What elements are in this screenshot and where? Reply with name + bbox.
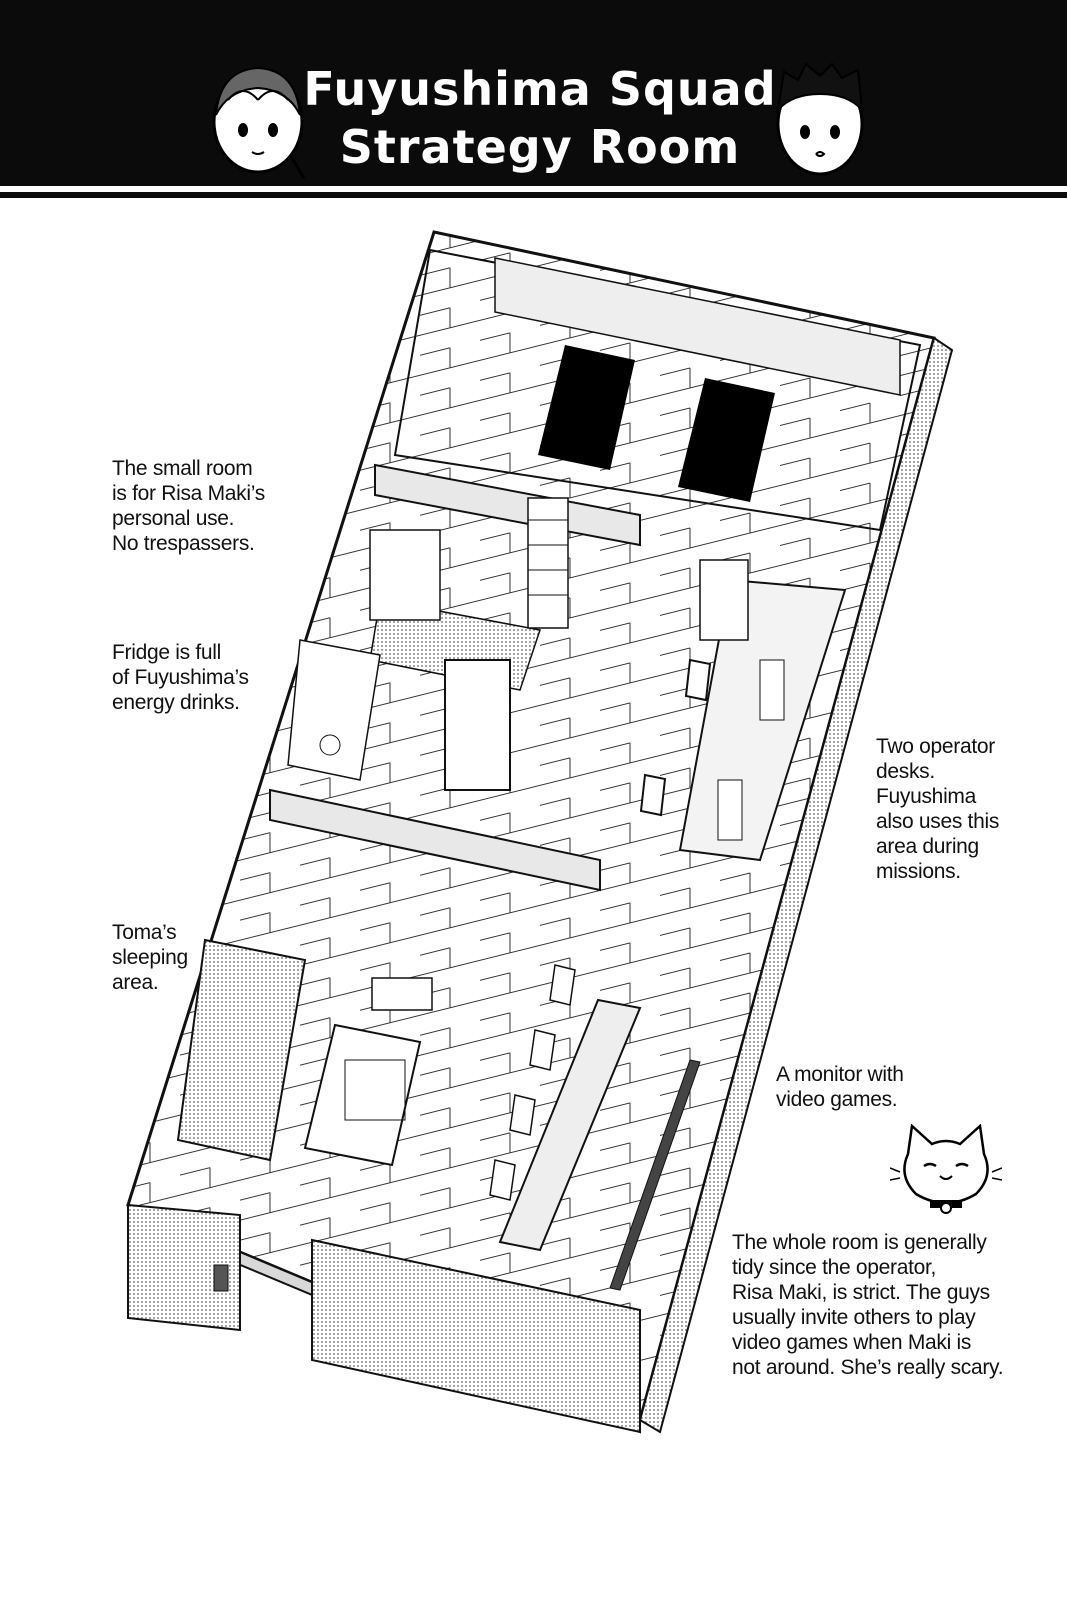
note-fridge: Fridge is full of Fuyushima’s energy dri…: [112, 641, 249, 714]
header-divider: [0, 186, 1067, 192]
title-line-1: Fuyushima Squad: [303, 62, 777, 116]
sofa: [176, 938, 307, 1162]
gaming-chair-3: [509, 1094, 536, 1136]
ottoman: [371, 977, 433, 1011]
note-risa-room: The small room is for Risa Maki’s person…: [112, 457, 265, 555]
cabinet: [699, 559, 749, 641]
console-black-2: [678, 378, 775, 502]
fridge: [444, 659, 511, 791]
partition-wall-mid: [269, 788, 601, 892]
page-title: Fuyushima Squad Strategy Room: [300, 60, 780, 176]
gaming-chair-2: [529, 1029, 556, 1071]
front-wall-block-left: [127, 1203, 241, 1332]
console-black-1: [538, 345, 635, 470]
office-chair-2: [639, 773, 667, 817]
gaming-chair-4: [489, 1159, 516, 1201]
door-panel: [213, 1264, 229, 1292]
back-wall-panels: [494, 257, 901, 396]
header-divider: [0, 192, 1067, 198]
title-line-2: Strategy Room: [339, 120, 741, 174]
bookshelf: [527, 497, 569, 629]
header-banner: [0, 0, 1067, 186]
cat-mascot-icon: [890, 1124, 1002, 1214]
front-wall-block-right: [311, 1238, 641, 1434]
gaming-bench: [498, 998, 642, 1252]
character-face-icon: [212, 66, 306, 179]
computer-desk: [369, 529, 441, 621]
note-operator-desks: Two operator desks. Fuyushima also uses …: [876, 735, 1000, 883]
outer-wall-right-face: [638, 336, 954, 1434]
kitchen-counter: [287, 639, 381, 781]
note-tidy-room: The whole room is generally tidy since t…: [732, 1231, 1004, 1379]
note-monitor: A monitor with video games.: [776, 1063, 904, 1111]
note-sleeping-area: Toma’s sleeping area.: [112, 921, 188, 994]
floor-plan-illustration: [126, 230, 954, 1434]
monitor-wall: [609, 1059, 701, 1291]
office-chair-1: [684, 658, 712, 702]
gaming-chair-1: [549, 964, 576, 1006]
character-face-icon: [776, 62, 864, 176]
